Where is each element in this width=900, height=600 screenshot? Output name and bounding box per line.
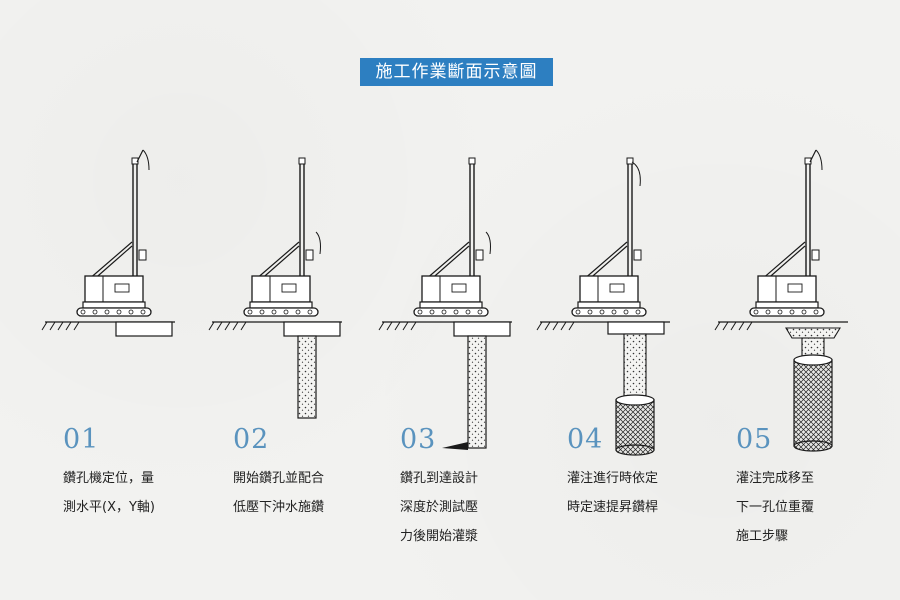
step-number: 03 bbox=[400, 424, 437, 455]
guide-casing bbox=[607, 321, 665, 335]
step-description: 灌注完成移至 下一孔位重覆 施工步驟 bbox=[736, 471, 815, 544]
diagram-title: 施工作業斷面示意圖 bbox=[360, 58, 553, 86]
step-description: 鑽孔機定位，量 測水平(X，Y軸) bbox=[63, 471, 155, 515]
borehole-column bbox=[297, 335, 317, 419]
grout-jet-icon bbox=[442, 442, 468, 450]
step-05: 05 灌注完成移至 下一孔位重覆 施工步驟 bbox=[736, 424, 886, 551]
rig-scene-01 bbox=[41, 149, 176, 337]
step-02: 02 開始鑽孔並配合 低壓下沖水施鑽 bbox=[233, 424, 383, 522]
drilling-rig-icon bbox=[749, 157, 825, 317]
step-04: 04 灌注進行時依定 時定速提昇鑽桿 bbox=[567, 424, 717, 522]
drilling-rig-icon bbox=[76, 157, 152, 317]
guide-casing bbox=[453, 321, 511, 337]
guide-casing bbox=[115, 321, 173, 337]
step-number: 05 bbox=[736, 424, 773, 455]
step-description: 開始鑽孔並配合 低壓下沖水施鑽 bbox=[233, 471, 325, 515]
step-03: 03 鑽孔到達設計 深度於測試壓 力後開始灌漿 bbox=[400, 424, 550, 551]
drilling-rig-icon bbox=[413, 157, 489, 317]
rig-scene-05 bbox=[714, 149, 849, 452]
rig-scene-03 bbox=[378, 157, 513, 450]
step-01: 01 鑽孔機定位，量 測水平(X，Y軸) bbox=[63, 424, 213, 522]
step-number: 01 bbox=[63, 424, 100, 455]
drilling-rig-icon bbox=[243, 157, 319, 317]
rig-scene-04 bbox=[536, 157, 671, 456]
grout-cap bbox=[785, 327, 841, 339]
step-description: 鑽孔到達設計 深度於測試壓 力後開始灌漿 bbox=[400, 471, 479, 544]
grout-column-icon bbox=[623, 333, 647, 401]
rig-scene-02 bbox=[208, 157, 343, 419]
step-number: 02 bbox=[233, 424, 270, 455]
guide-casing bbox=[283, 321, 341, 337]
step-description: 灌注進行時依定 時定速提昇鑽桿 bbox=[567, 471, 659, 515]
step-number: 04 bbox=[567, 424, 604, 455]
borehole-column bbox=[467, 335, 487, 449]
drilling-rig-icon bbox=[571, 157, 647, 317]
